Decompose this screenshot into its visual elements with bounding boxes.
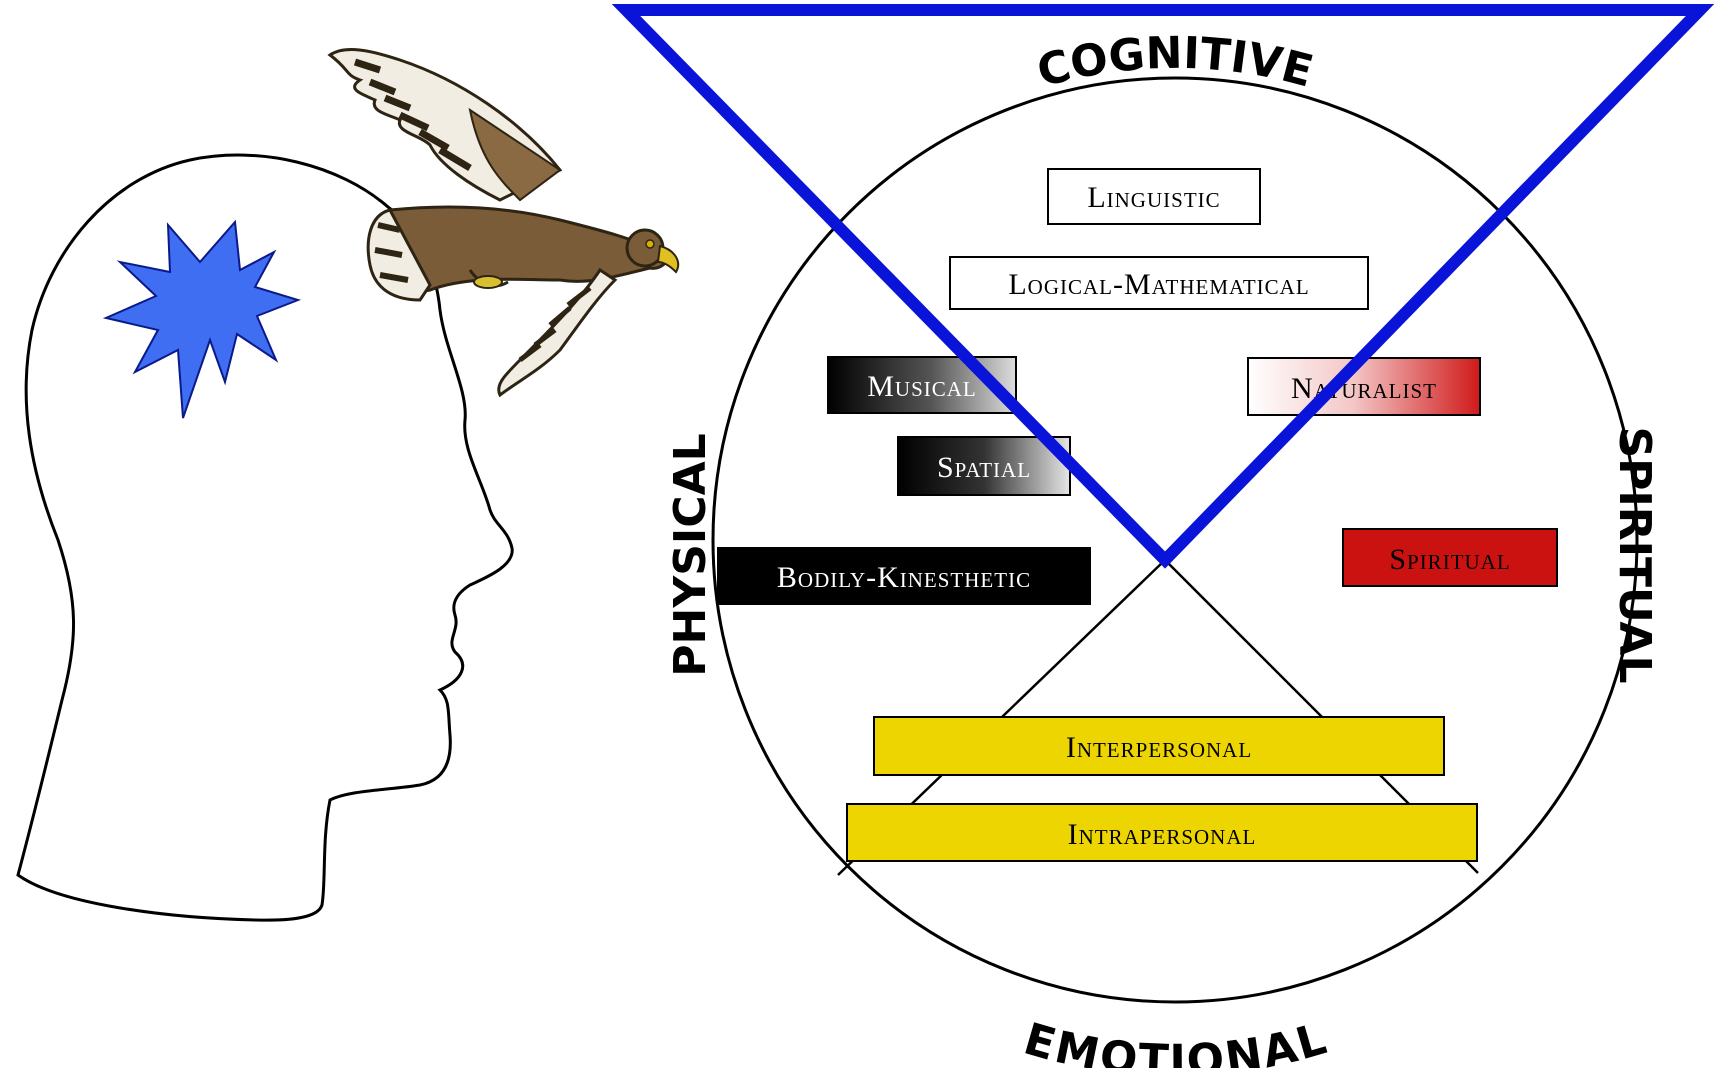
label-box-bodily-kinesthetic: Bodily-Kinesthetic [717,547,1091,605]
label-logical-mathematical: Logical-Mathematical [1008,268,1309,301]
label-box-logical-mathematical: Logical-Mathematical [949,256,1369,310]
quadrant-label-spiritual: SPIRITUAL [1609,426,1660,683]
label-box-spatial: Spatial [897,436,1071,496]
quadrant-label-physical: PHYSICAL [665,433,716,676]
model-circle [711,76,1639,1004]
label-musical: Musical [867,370,977,403]
quadrant-label-emotional: EMOTIONAL [1018,1014,1331,1068]
cognitive-triangle [611,3,1714,569]
label-box-intrapersonal: Intrapersonal [846,803,1478,862]
label-spiritual: Spiritual [1389,543,1510,576]
label-bodily-kinesthetic: Bodily-Kinesthetic [777,561,1031,594]
label-box-musical: Musical [827,356,1017,414]
head-silhouette-icon [16,153,514,922]
label-linguistic: Linguistic [1087,181,1220,214]
hawk-icon [327,48,680,398]
label-interpersonal: Interpersonal [1066,731,1252,764]
label-box-linguistic: Linguistic [1047,168,1261,225]
burst-icon [102,219,302,419]
label-spatial: Spatial [937,451,1031,484]
label-box-spiritual: Spiritual [1342,528,1558,587]
label-box-naturalist: Naturalist [1247,357,1481,416]
label-intrapersonal: Intrapersonal [1068,818,1257,851]
label-box-interpersonal: Interpersonal [873,716,1445,776]
quadrant-label-cognitive: COGNITIVE [1032,28,1318,98]
